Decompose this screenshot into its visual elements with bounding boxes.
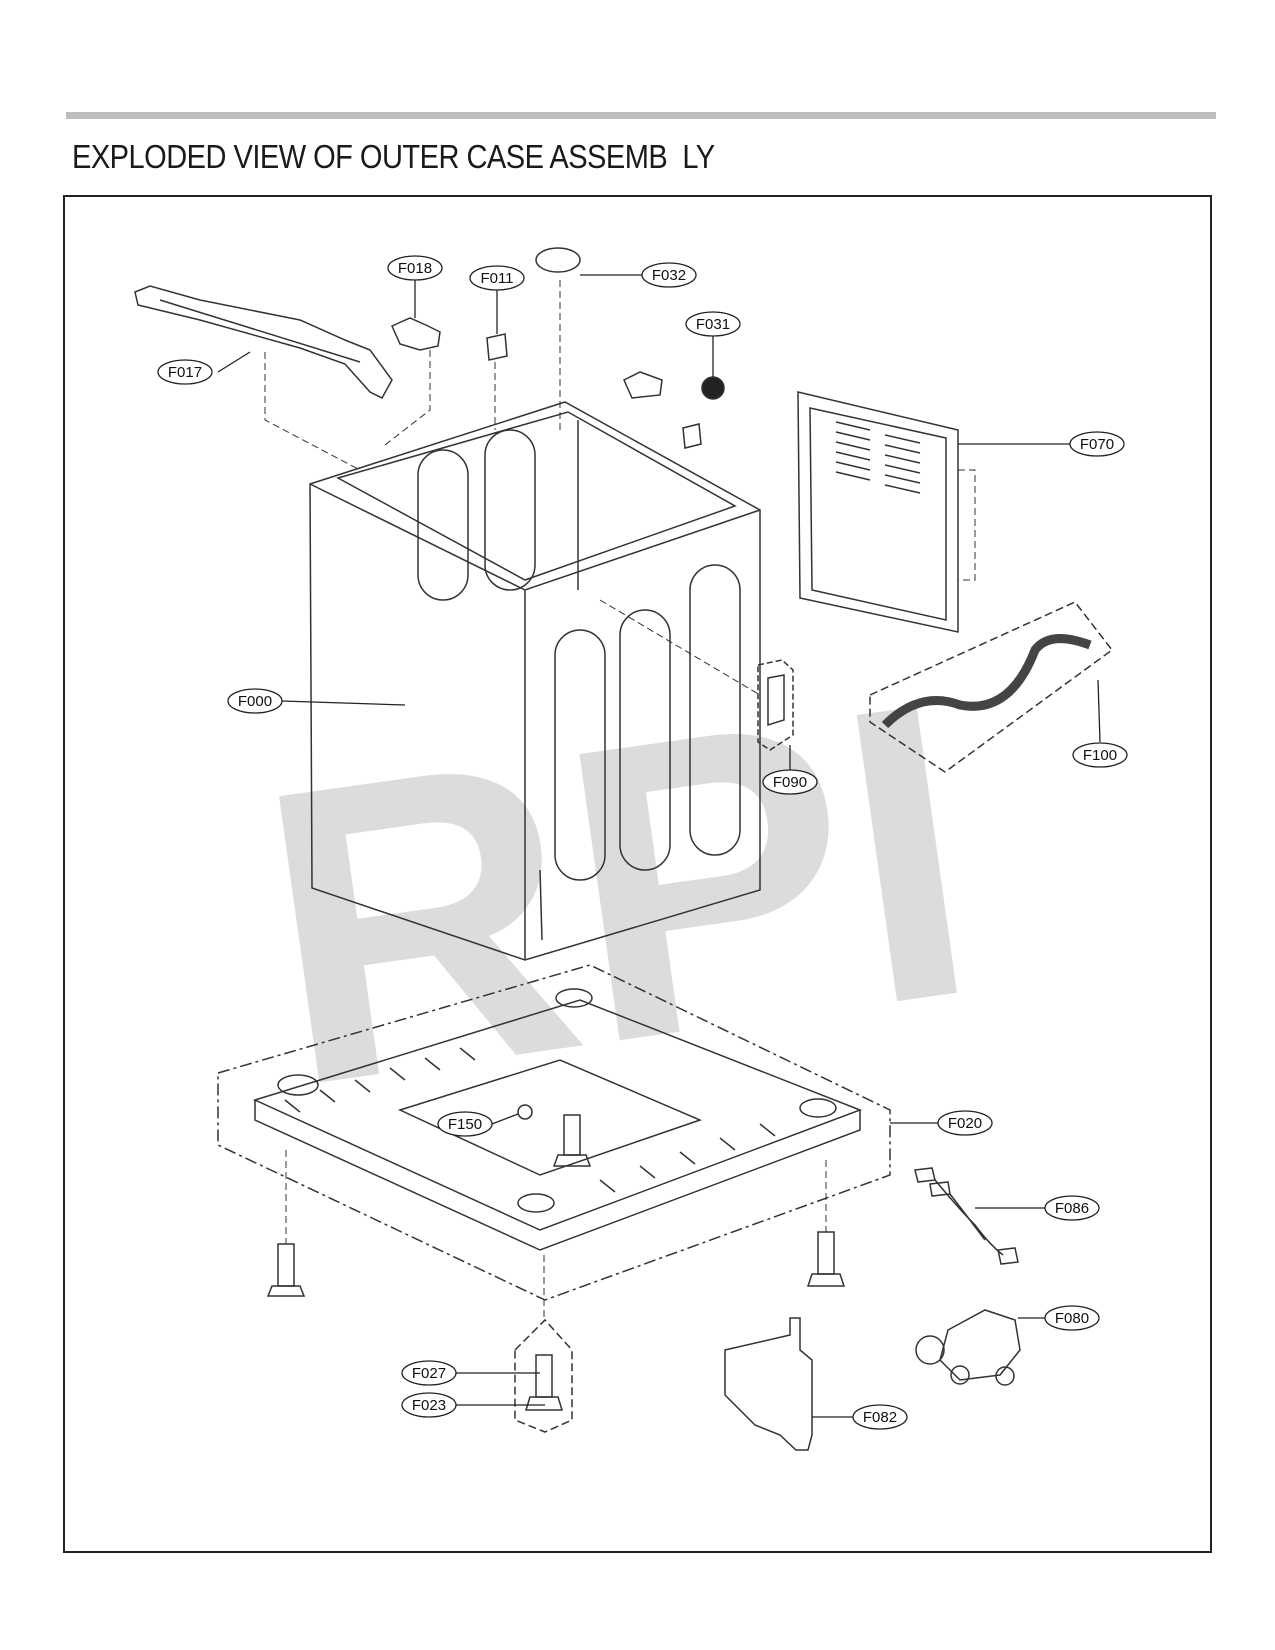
base-frame — [217, 964, 891, 1301]
label-f000-text: F000 — [238, 693, 272, 710]
label-f027: F027 — [401, 1360, 540, 1386]
label-f070-text: F070 — [1080, 436, 1114, 453]
label-f090: F090 — [762, 745, 818, 795]
label-f023-text: F023 — [412, 1397, 446, 1414]
label-f150: F150 — [437, 1111, 519, 1137]
label-f018-text: F018 — [398, 260, 432, 277]
label-f080-text: F080 — [1055, 1310, 1089, 1327]
leveling-foot-center — [552, 1114, 592, 1167]
leveling-foot-front — [514, 1318, 573, 1433]
label-f070: F070 — [958, 431, 1125, 457]
fastener-f150 — [517, 1104, 533, 1120]
drain-pump — [915, 1309, 1021, 1386]
label-f150-text: F150 — [448, 1116, 482, 1133]
label-f020: F020 — [890, 1110, 993, 1136]
leveling-foot-left — [266, 1243, 306, 1297]
label-f032: F032 — [580, 262, 697, 288]
label-f011-text: F011 — [480, 270, 513, 287]
back-panel — [797, 391, 959, 633]
label-f100-text: F100 — [1083, 747, 1117, 764]
label-f032-text: F032 — [652, 267, 686, 284]
label-f086-text: F086 — [1055, 1200, 1089, 1217]
label-f080: F080 — [1018, 1305, 1100, 1331]
top-rule — [66, 112, 1216, 119]
label-f086: F086 — [975, 1195, 1100, 1221]
label-f018: F018 — [387, 255, 443, 318]
leader-f018-cabinet — [384, 350, 431, 446]
label-f017: F017 — [157, 351, 251, 385]
drain-hose — [869, 601, 1114, 773]
label-f023: F023 — [401, 1392, 545, 1418]
ring-f032 — [535, 247, 581, 273]
label-f082: F082 — [812, 1404, 908, 1430]
top-support-bar — [134, 285, 393, 399]
label-f027-text: F027 — [412, 1365, 446, 1382]
label-f017-text: F017 — [168, 364, 202, 381]
label-f082-text: F082 — [863, 1409, 897, 1426]
label-f011: F011 — [469, 265, 525, 334]
label-f090-text: F090 — [773, 774, 807, 791]
knob-f031 — [701, 376, 725, 400]
leveling-foot-right — [806, 1231, 846, 1287]
label-f100: F100 — [1072, 679, 1128, 768]
leader-f070-back — [958, 469, 976, 581]
label-f000: F000 — [227, 688, 406, 714]
wire-harness — [914, 1167, 1019, 1265]
watermark: RPI — [239, 614, 998, 1176]
clip-right — [623, 371, 663, 399]
label-f031: F031 — [685, 311, 741, 377]
leader-cabinet-switch — [599, 599, 761, 696]
cabinet — [309, 401, 761, 961]
cover-plate — [724, 1317, 813, 1451]
bumper-right — [682, 423, 702, 449]
switch-f090 — [757, 659, 794, 751]
leader-f017-cabinet — [264, 352, 361, 471]
label-f031-text: F031 — [696, 316, 730, 333]
clip-f018 — [391, 317, 441, 351]
label-f020-text: F020 — [948, 1115, 982, 1132]
bumper-f011 — [486, 333, 508, 361]
page-title: EXPLODED VIEW OF OUTER CASE ASSEMB LY — [72, 138, 715, 175]
diagram-frame — [63, 195, 1212, 1553]
